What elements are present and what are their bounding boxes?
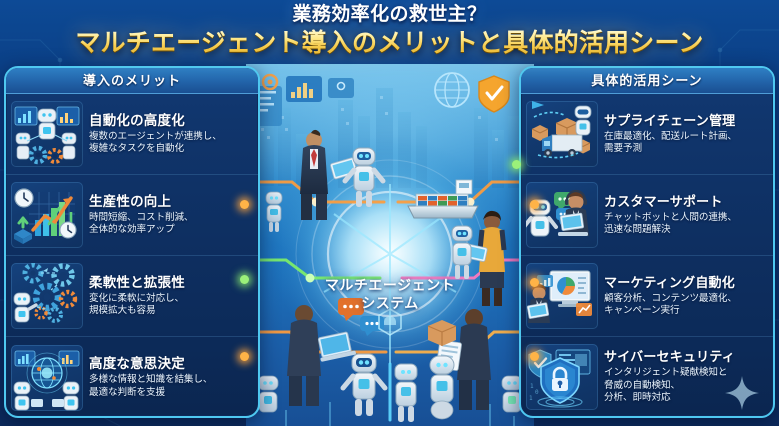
gears-network-robot-icon [11,263,83,329]
benefits-panel: 導入のメリット [4,66,260,418]
usecase-title-support: カスタマーサポート [604,193,723,209]
marketing-dashboard-icon [526,263,598,329]
usecase-title-marketing: マーケティング自動化 [604,274,735,290]
usecases-panel-header: 具体的活用シーン [521,68,773,94]
usecase-item-support[interactable]: カスタマーサポート チャットボットと人間の連携、 迅速な問題解決 [521,175,773,256]
benefit-desc-decision: 多様な情報と知識を結集し、 最適な判断を支援 [89,374,252,399]
benefit-item-productivity[interactable]: 生産性の向上 時間短縮、コスト削減、 全体的な効率アップ [6,175,258,256]
benefit-title-automation: 自動化の高度化 [89,112,185,128]
benefit-text-decision: 高度な意思決定 多様な情報と知識を結集し、 最適な判断を支援 [89,356,252,399]
usecase-item-marketing[interactable]: マーケティング自動化 顧客分析、コンテンツ最適化、 キャンペーン実行 [521,256,773,337]
connector-node-right-1 [530,200,539,209]
usecase-desc-support: チャットボットと人間の連携、 迅速な問題解決 [604,212,767,237]
usecase-desc-security: インタリジェント疑献検知と 脅威の自動検知、 分析、即時対応 [604,367,767,404]
center-scene-art [246,72,534,426]
benefit-desc-decision-line2: 最適な判断を支援 [89,386,165,398]
benefit-desc-decision-line1: 多様な情報と知識を結集し、 [89,374,213,386]
benefit-text-flexibility: 柔軟性と拡張性 変化に柔軟に対応し、 規模拡大も容易 [89,275,252,318]
usecase-text-support: カスタマーサポート チャットボットと人間の連携、 迅速な問題解決 [604,194,767,237]
globe-analytics-robots-icon [11,344,83,411]
connector-node-right-2 [530,278,539,287]
usecase-desc-marketing-line1: 顧客分析、コンテンツ最適化、 [604,292,737,304]
benefits-panel-header: 導入のメリット [6,68,258,94]
connector-node-left-2 [240,275,249,284]
benefit-text-productivity: 生産性の向上 時間短縮、コスト削減、 全体的な効率アップ [89,194,252,237]
benefit-item-flexibility[interactable]: 柔軟性と拡張性 変化に柔軟に対応し、 規模拡大も容易 [6,256,258,337]
usecase-desc-support-line1: チャットボットと人間の連携、 [604,211,737,223]
benefit-desc-automation: 複数のエージェントが連携し、 複雑なタスクを自動化 [89,131,252,156]
usecase-desc-supplychain-line2: 需要予測 [604,143,642,154]
usecase-text-security: サイバーセキュリティ インタリジェント疑献検知と 脅威の自動検知、 分析、即時対… [604,349,767,404]
benefit-desc-productivity-line1: 時間短縮、コスト削減、 [89,211,194,223]
usecase-desc-security-line2: 脅威の自動検知、 [604,379,680,391]
usecase-desc-supplychain: 在庫最適化、配送ルート計画、 需要予測 [604,131,767,156]
benefit-desc-flexibility-line1: 変化に柔軟に対応し、 [89,292,184,304]
benefit-desc-productivity-line2: 全体的な効率アップ [89,224,175,235]
connector-node-left-1 [240,200,249,209]
svg-text:1: 1 [530,383,534,390]
benefit-text-automation: 自動化の高度化 複数のエージェントが連携し、 複雑なタスクを自動化 [89,113,252,156]
benefit-desc-flexibility-line2: 規模拡大も容易 [89,305,156,316]
usecases-panel: 具体的活用シーン [519,66,775,418]
robots-dashboard-gears-icon [11,101,83,167]
usecase-text-marketing: マーケティング自動化 顧客分析、コンテンツ最適化、 キャンペーン実行 [604,275,767,318]
truck-boxes-robot-icon [526,101,598,167]
usecase-text-supplychain: サプライチェーン管理 在庫最適化、配送ルート計画、 需要予測 [604,113,767,156]
svg-text:1: 1 [529,395,533,402]
benefit-desc-flexibility: 変化に柔軟に対応し、 規模拡大も容易 [89,293,252,318]
center-illustration: マルチエージェント システム [246,64,534,426]
svg-text:0: 0 [535,389,539,396]
growth-chart-clock-icon [11,182,83,248]
chatbot-headset-agent-icon [526,182,598,248]
benefit-desc-automation-line1: 複数のエージェントが連携し、 [89,130,222,142]
benefit-desc-productivity: 時間短縮、コスト削減、 全体的な効率アップ [89,212,252,237]
benefit-title-flexibility: 柔軟性と拡張性 [89,274,185,290]
usecase-desc-security-line3: 分析、即時対応 [604,392,671,404]
page-title-line1: 業務効率化の救世主？ [292,4,487,25]
usecase-desc-marketing: 顧客分析、コンテンツ最適化、 キャンペーン実行 [604,293,767,318]
benefit-title-decision: 高度な意思決定 [89,356,185,372]
benefit-item-decision[interactable]: 高度な意思決定 多様な情報と知識を結集し、 最適な判断を支援 [6,337,258,416]
usecase-desc-security-line1: インタリジェント疑献検知と [604,367,728,379]
connector-node-right-3 [530,352,539,361]
usecase-desc-marketing-line2: キャンペーン実行 [604,305,680,316]
usecase-desc-support-line2: 迅速な問題解決 [604,224,671,235]
benefit-item-automation[interactable]: 自動化の高度化 複数のエージェントが連携し、 複雑なタスクを自動化 [6,94,258,175]
usecase-title-supplychain: サプライチェーン管理 [604,112,736,128]
connector-node-left-3 [240,352,249,361]
page-title-line2: マルチエージェント導入のメリットと具体的活用シーン [0,28,779,58]
usecase-item-supplychain[interactable]: サプライチェーン管理 在庫最適化、配送ルート計画、 需要予測 [521,94,773,175]
usecase-title-security: サイバーセキュリティ [604,349,735,365]
benefit-desc-automation-line2: 複雑なタスクを自動化 [89,143,184,154]
connector-node-right-4 [512,160,521,169]
sparkle-decoration-icon [725,376,759,410]
benefit-title-productivity: 生産性の向上 [89,193,172,209]
usecase-desc-supplychain-line1: 在庫最適化、配送ルート計画、 [604,130,737,142]
title-block: 業務効率化の救世主？ マルチエージェント導入のメリットと具体的活用シーン [0,0,779,64]
